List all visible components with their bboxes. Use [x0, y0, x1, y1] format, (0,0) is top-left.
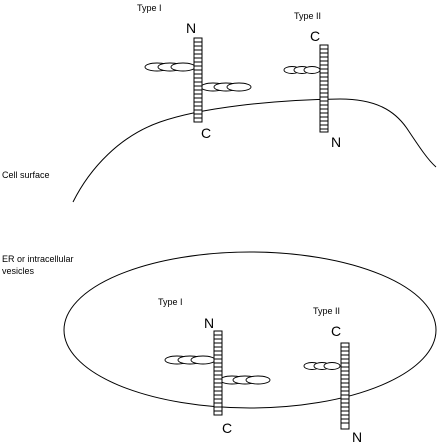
- er-vesicle-panel: ER or intracellular vesicles Type I N: [2, 251, 437, 445]
- bottom-type1-cytosolic-domains: [219, 375, 271, 385]
- top-type1-transmembrane-rod: [193, 37, 203, 123]
- cell-surface-membrane: [72, 98, 437, 203]
- top-type1-label: Type I: [137, 3, 162, 13]
- bottom-type1-c-terminus: C: [222, 420, 232, 436]
- bottom-type2-label: Type II: [313, 306, 340, 316]
- er-vesicle-label-line2: vesicles: [2, 266, 35, 276]
- er-vesicle-label-line1: ER or intracellular: [2, 254, 74, 264]
- bottom-type1-luminal-domains: [164, 355, 216, 365]
- top-type2-label: Type II: [294, 11, 321, 21]
- top-type1-c-terminus: C: [201, 125, 211, 141]
- top-type1-intracellular-domains: [200, 82, 252, 92]
- bottom-type2-n-terminus: N: [352, 429, 362, 445]
- bottom-type1-label: Type I: [158, 297, 183, 307]
- bottom-type2-c-terminus: C: [331, 323, 341, 339]
- bottom-type1-transmembrane-rod: [213, 330, 223, 416]
- top-type2-extracellular-domains: [283, 66, 321, 74]
- er-vesicle-membrane: [63, 251, 437, 409]
- cell-surface-label: Cell surface: [2, 170, 50, 180]
- top-type2-c-terminus: C: [310, 28, 320, 44]
- top-type2-transmembrane-rod: [319, 44, 329, 133]
- cell-surface-panel: Cell surface Type I N: [2, 3, 437, 203]
- bottom-type1-n-terminus: N: [204, 315, 214, 331]
- bottom-type2-luminal-domains: [303, 362, 341, 370]
- bottom-type2-transmembrane-rod: [340, 342, 350, 430]
- top-type1-n-terminus: N: [186, 20, 196, 36]
- top-type2-n-terminus: N: [331, 134, 341, 150]
- top-type1-extracellular-domains: [144, 62, 196, 72]
